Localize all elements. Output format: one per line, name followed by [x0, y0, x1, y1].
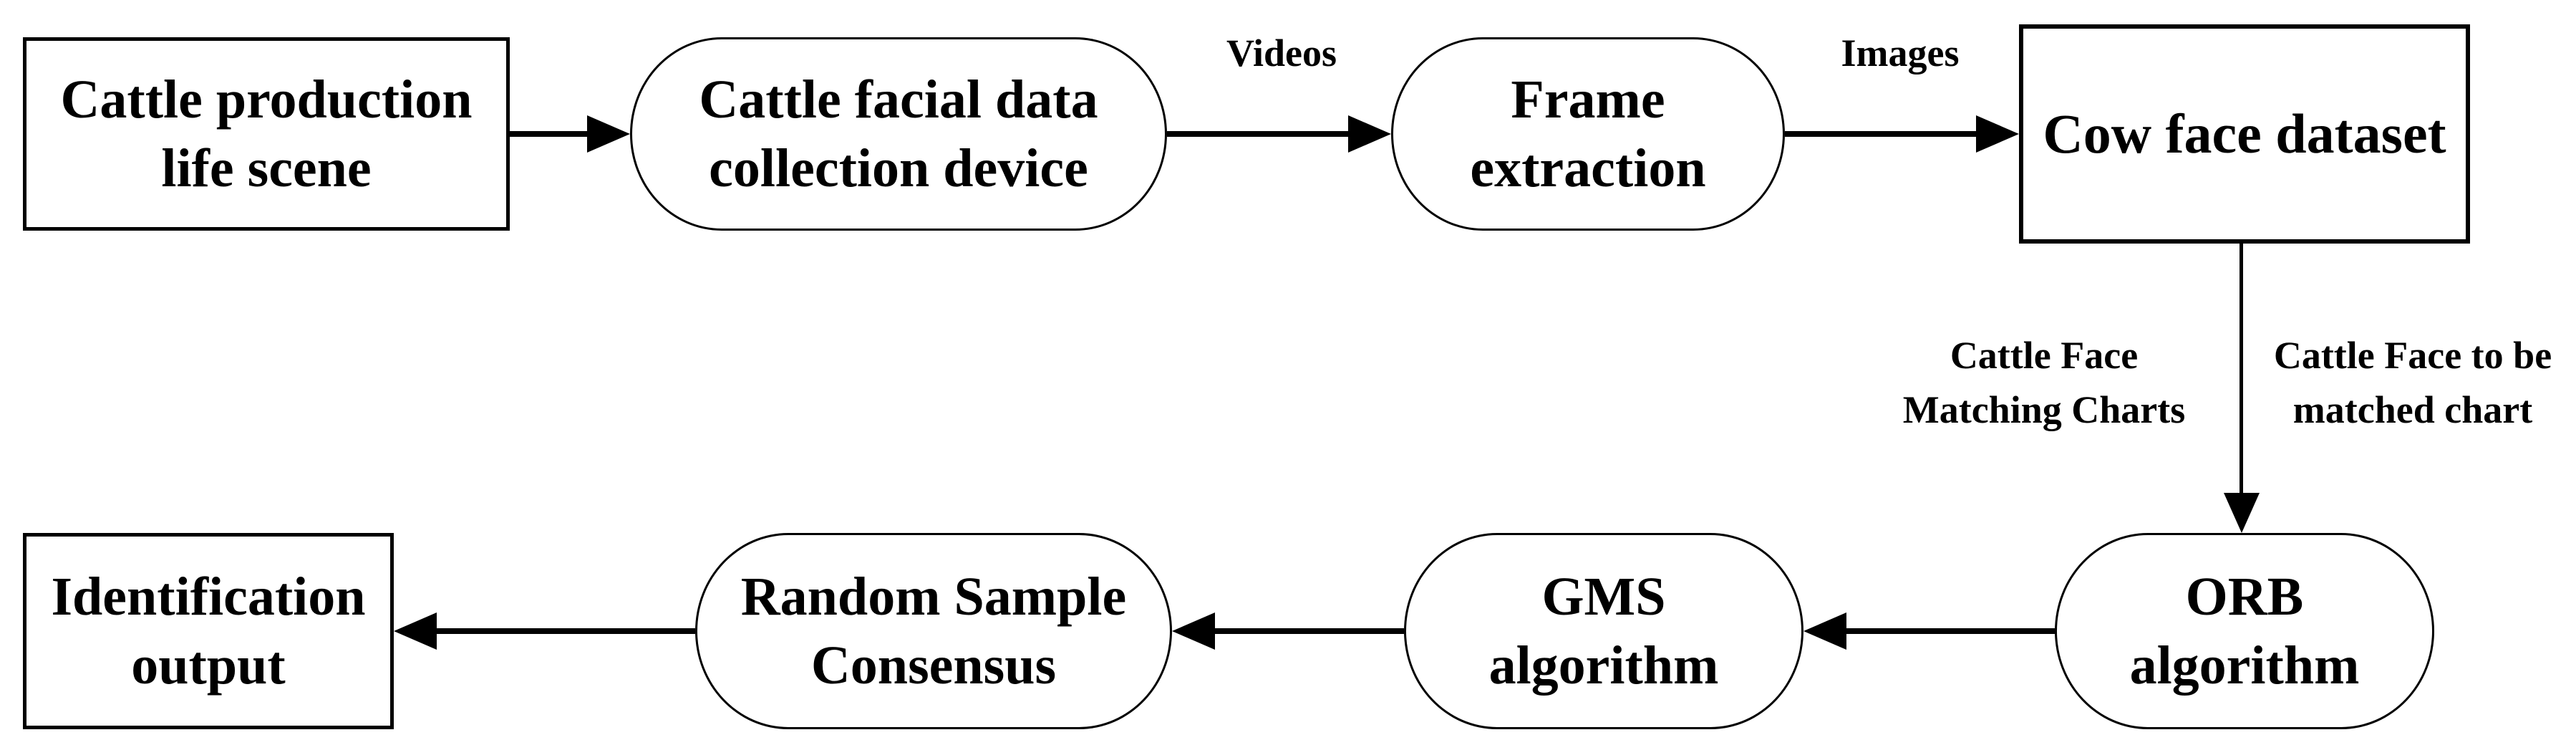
edge-label-cattle-face-matching-charts: Cattle Face Matching Charts	[1844, 328, 2245, 437]
node-identification-output: Identification output	[23, 533, 394, 729]
node-label-line: algorithm	[2129, 635, 2360, 696]
node-label-line: Cattle facial data	[699, 69, 1098, 130]
arrow-shaft	[510, 131, 591, 137]
edge-label-line: Cattle Face to be	[2273, 334, 2552, 377]
node-cow-face-dataset: Cow face dataset	[2019, 24, 2470, 244]
node-label-line: Frame	[1511, 69, 1665, 130]
node-gms-algorithm: GMS algorithm	[1404, 533, 1803, 729]
arrow-shaft	[1212, 628, 1404, 634]
node-label-line: algorithm	[1488, 635, 1719, 696]
node-label-line: Consensus	[810, 635, 1057, 696]
arrowhead-left-icon	[1172, 612, 1215, 650]
arrowhead-down-icon	[2224, 493, 2260, 533]
arrow-shaft	[2240, 244, 2243, 496]
node-label-line: Cow face dataset	[2043, 102, 2446, 165]
arrow-shaft	[434, 628, 695, 634]
arrowhead-right-icon	[587, 115, 630, 153]
node-cattle-facial-data-collection-device: Cattle facial data collection device	[630, 37, 1167, 231]
edge-label-line: matched chart	[2292, 388, 2533, 431]
arrowhead-left-icon	[394, 612, 437, 650]
edge-label-line: Cattle Face	[1950, 334, 2139, 377]
edge-label-videos: Videos	[1226, 32, 1337, 74]
node-cattle-production-life-scene: Cattle production life scene	[23, 37, 510, 231]
edge-label-images: Images	[1841, 32, 1960, 74]
node-label-line: collection device	[709, 138, 1088, 198]
arrow-shaft	[1785, 131, 1980, 137]
edge-label-line: Matching Charts	[1902, 388, 2186, 431]
node-label-line: Random Sample	[740, 567, 1127, 627]
arrowhead-left-icon	[1803, 612, 1846, 650]
arrow-shaft	[1167, 131, 1352, 137]
node-random-sample-consensus: Random Sample Consensus	[695, 533, 1172, 729]
node-frame-extraction: Frame extraction	[1391, 37, 1785, 231]
node-label-line: GMS	[1541, 567, 1666, 627]
node-label-line: life scene	[161, 138, 372, 198]
arrowhead-right-icon	[1348, 115, 1391, 153]
node-label-line: Cattle production	[60, 69, 473, 130]
arrowhead-right-icon	[1976, 115, 2019, 153]
node-orb-algorithm: ORB algorithm	[2055, 533, 2434, 729]
node-label-line: output	[131, 635, 286, 696]
node-label-line: Identification	[51, 567, 366, 627]
arrow-shaft	[1844, 628, 2055, 634]
node-label-line: ORB	[2185, 567, 2304, 627]
node-label-line: extraction	[1470, 138, 1706, 198]
edge-label-cattle-face-to-be-matched-chart: Cattle Face to be matched chart	[2255, 328, 2570, 437]
